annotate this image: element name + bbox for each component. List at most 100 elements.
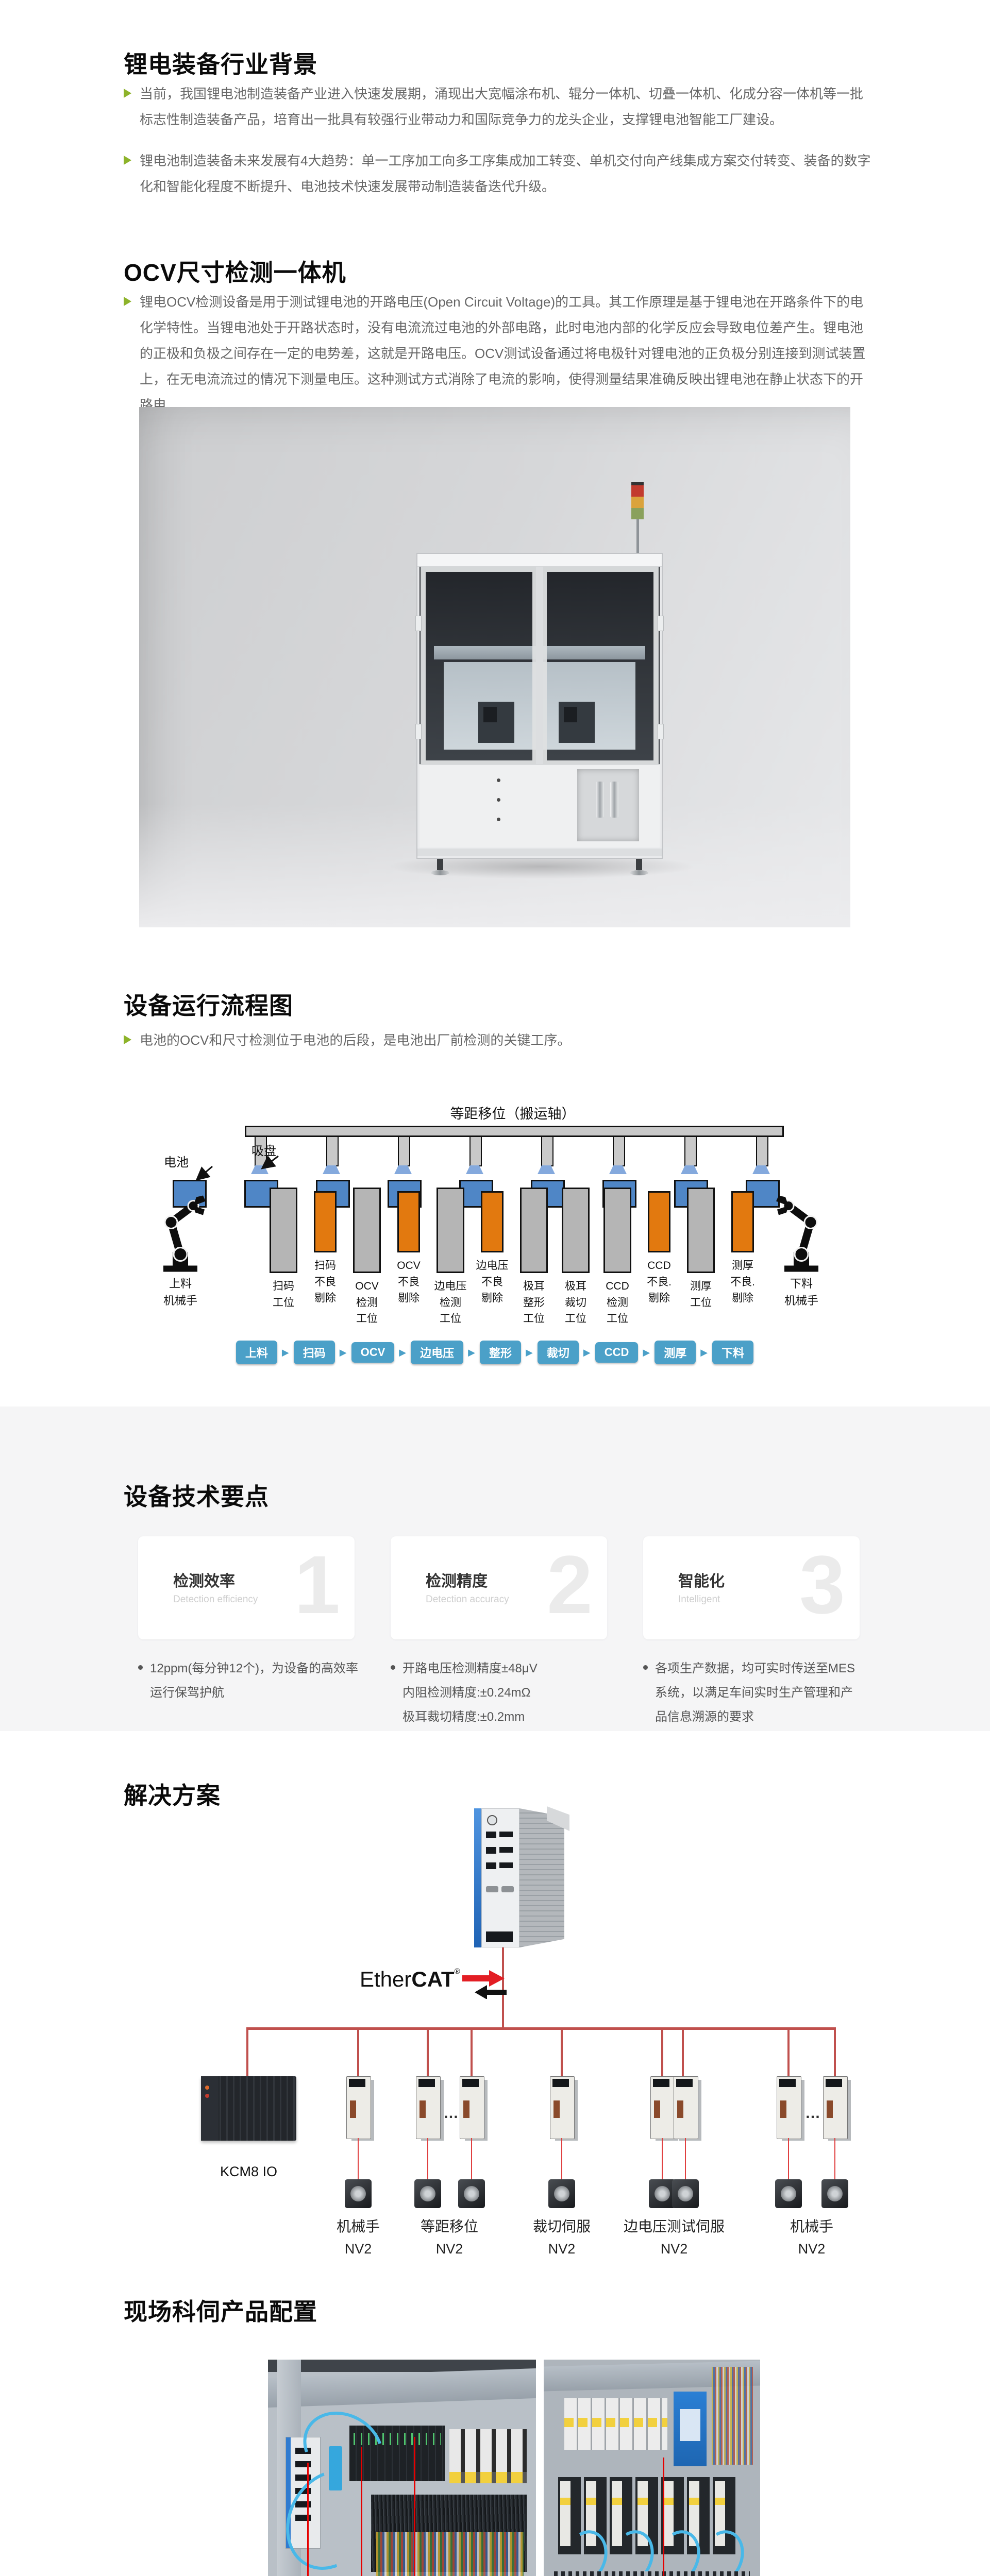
relays-in-photo bbox=[449, 2429, 527, 2483]
robot-arm-icon bbox=[163, 1195, 206, 1272]
flow-station: 边电压 检测 工位 bbox=[426, 1188, 475, 1327]
process-step-chips: 上料▶ 扫码▶ OCV▶ 边电压▶ 整形▶ 裁切▶ CCD▶ 测厚▶ 下料 bbox=[119, 1341, 871, 1364]
flow-description: 电池的OCV和尺寸检测位于电池的后段，是电池出厂前检测的关键工序。 bbox=[140, 1032, 571, 1048]
process-chip: 整形 bbox=[480, 1341, 522, 1364]
station-bar bbox=[520, 1188, 548, 1273]
tech-points-band: 设备技术要点 1 检测效率 Detection efficiency 2 检测精… bbox=[0, 1406, 990, 1731]
unloading-robot-label: 下料 机械手 bbox=[784, 1277, 818, 1307]
motion-controller bbox=[474, 1806, 569, 1947]
vent-slots-in-photo bbox=[554, 2571, 750, 2576]
servo-drive-in-photo bbox=[687, 2477, 710, 2554]
chevron-right-icon: ▶ bbox=[526, 1347, 533, 1358]
leveling-foot bbox=[630, 859, 648, 875]
motor-cable bbox=[561, 2138, 562, 2179]
suction-cup bbox=[538, 1165, 555, 1174]
interior-fixture bbox=[478, 701, 514, 743]
photo-detail bbox=[268, 2368, 536, 2408]
ellipsis: … bbox=[805, 2105, 820, 2122]
motor-cable bbox=[788, 2138, 789, 2179]
station-label: CCD 不良. 剔除 bbox=[647, 1260, 672, 1304]
station-bar bbox=[562, 1188, 590, 1273]
process-chip: 边电压 bbox=[411, 1341, 464, 1364]
carrier-leg bbox=[684, 1137, 697, 1166]
controller-heatsink bbox=[519, 1808, 564, 1947]
chevron-right-icon: ▶ bbox=[643, 1347, 650, 1358]
bus-drop-line bbox=[561, 2027, 563, 2076]
axis-group-series: NV2 bbox=[548, 2241, 576, 2257]
servo-motor bbox=[414, 2179, 441, 2208]
annotation-arrows bbox=[195, 1155, 279, 1181]
port bbox=[499, 1832, 513, 1837]
servo-drive bbox=[460, 2076, 484, 2139]
card-title: 检测效率 bbox=[173, 1573, 235, 1590]
list-item: 电池的OCV和尺寸检测位于电池的后段，是电池出厂前检测的关键工序。 bbox=[124, 1028, 872, 1054]
transfer-axis-label: 等距移位（搬运轴） bbox=[450, 1106, 576, 1122]
card-subtitle: Intelligent bbox=[678, 1594, 720, 1605]
card-subtitle: Detection accuracy bbox=[426, 1594, 509, 1605]
interior-fixture bbox=[559, 701, 595, 743]
tech-point-text: 开路电压检测精度±48μV 内阻检测精度:±0.24mΩ 极耳裁切精度:±0.2… bbox=[402, 1662, 538, 1724]
pneumatic-recess bbox=[577, 769, 639, 841]
servo-drive bbox=[650, 2076, 675, 2139]
port bbox=[486, 1847, 496, 1854]
transfer-beam bbox=[245, 1126, 784, 1137]
signal-tower-light bbox=[631, 482, 644, 553]
station-label: 极耳 裁切 工位 bbox=[565, 1280, 586, 1325]
station-bar bbox=[314, 1191, 337, 1252]
ethercat-switch-in-photo bbox=[329, 2446, 342, 2490]
controller-brand-stripe bbox=[474, 1808, 481, 1947]
ethercat-logo-text-bold: CAT bbox=[411, 1967, 455, 1991]
bus-drop-line bbox=[427, 2027, 429, 2076]
chevron-right-icon: ▶ bbox=[281, 1347, 289, 1358]
servo-motor bbox=[345, 2179, 372, 2208]
cabinet-photo-right bbox=[544, 2360, 760, 2576]
suction-cup bbox=[681, 1165, 698, 1174]
section-title-solution: 解决方案 bbox=[124, 1782, 221, 1809]
axis-group-series: NV2 bbox=[798, 2241, 826, 2257]
station-bar bbox=[397, 1191, 420, 1252]
registered-mark: ® bbox=[454, 1967, 460, 1976]
servo-drive-in-photo bbox=[661, 2477, 684, 2554]
industry-bullet-1: 当前，我国锂电池制造装备产业进入快速发展期，涌现出大宽幅涂布机、辊分一体机、切叠… bbox=[140, 86, 864, 127]
process-chip: 测厚 bbox=[655, 1341, 696, 1364]
process-chip: 裁切 bbox=[537, 1341, 579, 1364]
bus-drop-line bbox=[246, 2027, 248, 2076]
station-label: 扫码 工位 bbox=[273, 1280, 294, 1309]
bus-drop-line bbox=[661, 2027, 663, 2076]
bus-drop-line bbox=[787, 2027, 790, 2076]
list-item: 锂电池制造装备未来发展有4大趋势：单一工序加工向多工序集成加工转变、单机交付向产… bbox=[124, 148, 872, 200]
tech-point: 12ppm(每分钟12个)，为设备的高效率运行保驾护航 bbox=[138, 1657, 360, 1705]
bus-drop-line bbox=[471, 2027, 473, 2076]
terminal-block bbox=[486, 1931, 513, 1942]
servo-drive bbox=[823, 2076, 848, 2139]
flow-station: OCV 不良 剔除 bbox=[384, 1188, 433, 1307]
vga-port bbox=[501, 1886, 514, 1892]
servo-motor bbox=[649, 2179, 676, 2208]
door-hinge bbox=[658, 724, 664, 739]
ethercat-arrows-icon bbox=[462, 1970, 507, 1999]
axis-group-label: 机械手 bbox=[336, 2218, 380, 2234]
pneumatic-unit bbox=[610, 782, 618, 818]
kcm8-io-label: KCM8 IO bbox=[220, 2164, 278, 2179]
callout-line bbox=[361, 2447, 362, 2576]
battery-label: 电池 bbox=[164, 1156, 189, 1170]
servo-motor bbox=[821, 2179, 848, 2208]
tech-card: 1 检测效率 Detection efficiency bbox=[138, 1536, 355, 1639]
card-number: 1 bbox=[294, 1538, 340, 1631]
right-glass-door bbox=[542, 567, 659, 766]
card-title: 检测精度 bbox=[426, 1573, 488, 1590]
cabinet-header bbox=[417, 554, 662, 567]
process-chip: CCD bbox=[595, 1342, 639, 1363]
station-bar bbox=[353, 1188, 381, 1273]
flow-station: 极耳 裁切 工位 bbox=[551, 1188, 600, 1327]
process-chip: 下料 bbox=[712, 1341, 754, 1364]
axis-group-label: 裁切伺服 bbox=[532, 2218, 591, 2234]
section-title-industry: 锂电装备行业背景 bbox=[124, 50, 317, 78]
card-number: 3 bbox=[799, 1538, 845, 1631]
servo-drive bbox=[674, 2076, 698, 2139]
bus-drop-line bbox=[834, 2027, 836, 2076]
station-label: 测厚 不良. 剔除 bbox=[730, 1260, 755, 1304]
servo-drive-in-photo bbox=[713, 2477, 735, 2554]
